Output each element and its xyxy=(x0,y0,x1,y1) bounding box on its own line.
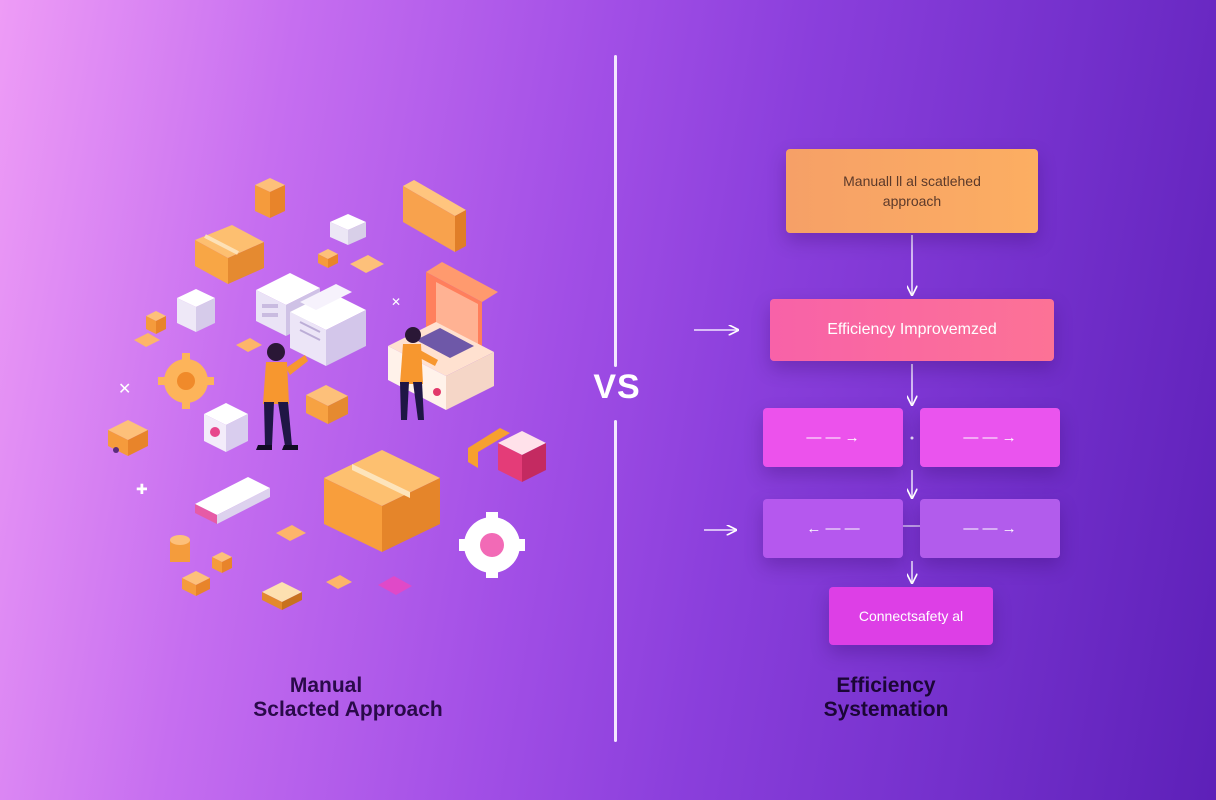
cube-pink xyxy=(498,431,546,482)
crate-small xyxy=(306,385,348,424)
sparkle: ✚ xyxy=(136,482,148,498)
cube-small xyxy=(255,178,285,218)
isometric-illustration: ✕ ✚ ✕ xyxy=(108,178,546,610)
tile xyxy=(350,255,384,273)
tile xyxy=(236,338,262,352)
person-figure xyxy=(400,327,438,420)
step-manual-approach: Manuall ll al scatlehed approach xyxy=(786,149,1038,233)
gear-icon xyxy=(158,353,214,409)
stack xyxy=(262,582,302,610)
cube-white xyxy=(177,289,215,332)
truck-icon xyxy=(108,420,148,456)
printer-machine xyxy=(290,284,366,366)
gear-icon xyxy=(459,512,525,578)
person-figure xyxy=(256,343,308,450)
right-caption-line1: Efficiency xyxy=(836,674,936,697)
step-manual-approach-line2: approach xyxy=(882,193,942,209)
right-caption-line2: Systemation xyxy=(823,698,949,721)
cube-tiny xyxy=(146,311,166,334)
step-efficiency-improved: Efficiency Improvemzed xyxy=(770,299,1054,361)
dot xyxy=(910,436,914,440)
svg-text:✚: ✚ xyxy=(136,482,148,498)
divider-line-top xyxy=(614,55,617,367)
crate-left xyxy=(195,225,264,284)
cube-tiny xyxy=(212,552,232,573)
cube-small xyxy=(330,214,366,245)
panel-orange xyxy=(403,180,466,252)
vs-label: VS xyxy=(593,368,641,406)
right-caption: Efficiency Systemation xyxy=(786,674,986,722)
svg-text:✕: ✕ xyxy=(118,379,131,398)
tile xyxy=(326,575,352,589)
step-box-4: — — → xyxy=(920,408,1060,467)
step-manual-approach-line1: Manuall ll al scatlehed xyxy=(843,173,981,189)
left-caption-line1: Manual xyxy=(289,674,363,697)
tile xyxy=(276,525,306,541)
step-box-6: — — → xyxy=(920,499,1060,558)
tile xyxy=(378,576,412,595)
step-box-5: ← — — xyxy=(763,499,903,558)
step-box-3: — — → xyxy=(763,408,903,467)
cylinder xyxy=(170,535,190,562)
sparkle: ✕ xyxy=(118,379,131,398)
left-caption: Manual Sclacted Approach xyxy=(228,674,468,722)
hook-shape xyxy=(468,428,510,468)
divider-line-bottom xyxy=(614,420,617,742)
small-box xyxy=(204,403,248,452)
svg-text:✕: ✕ xyxy=(391,295,401,309)
scattered-cubes-bottom: ✕ ✚ ✕ xyxy=(118,295,412,610)
package-large xyxy=(324,450,440,552)
left-caption-line2: Sclacted Approach xyxy=(253,698,443,721)
cube-tiny xyxy=(318,249,338,268)
step-connect-safety: Connectsafety al xyxy=(829,587,993,645)
sparkle: ✕ xyxy=(391,295,401,309)
tile xyxy=(134,333,160,347)
scattered-cubes xyxy=(134,178,466,352)
bar-white xyxy=(195,477,270,524)
cube-tiny xyxy=(182,571,210,596)
